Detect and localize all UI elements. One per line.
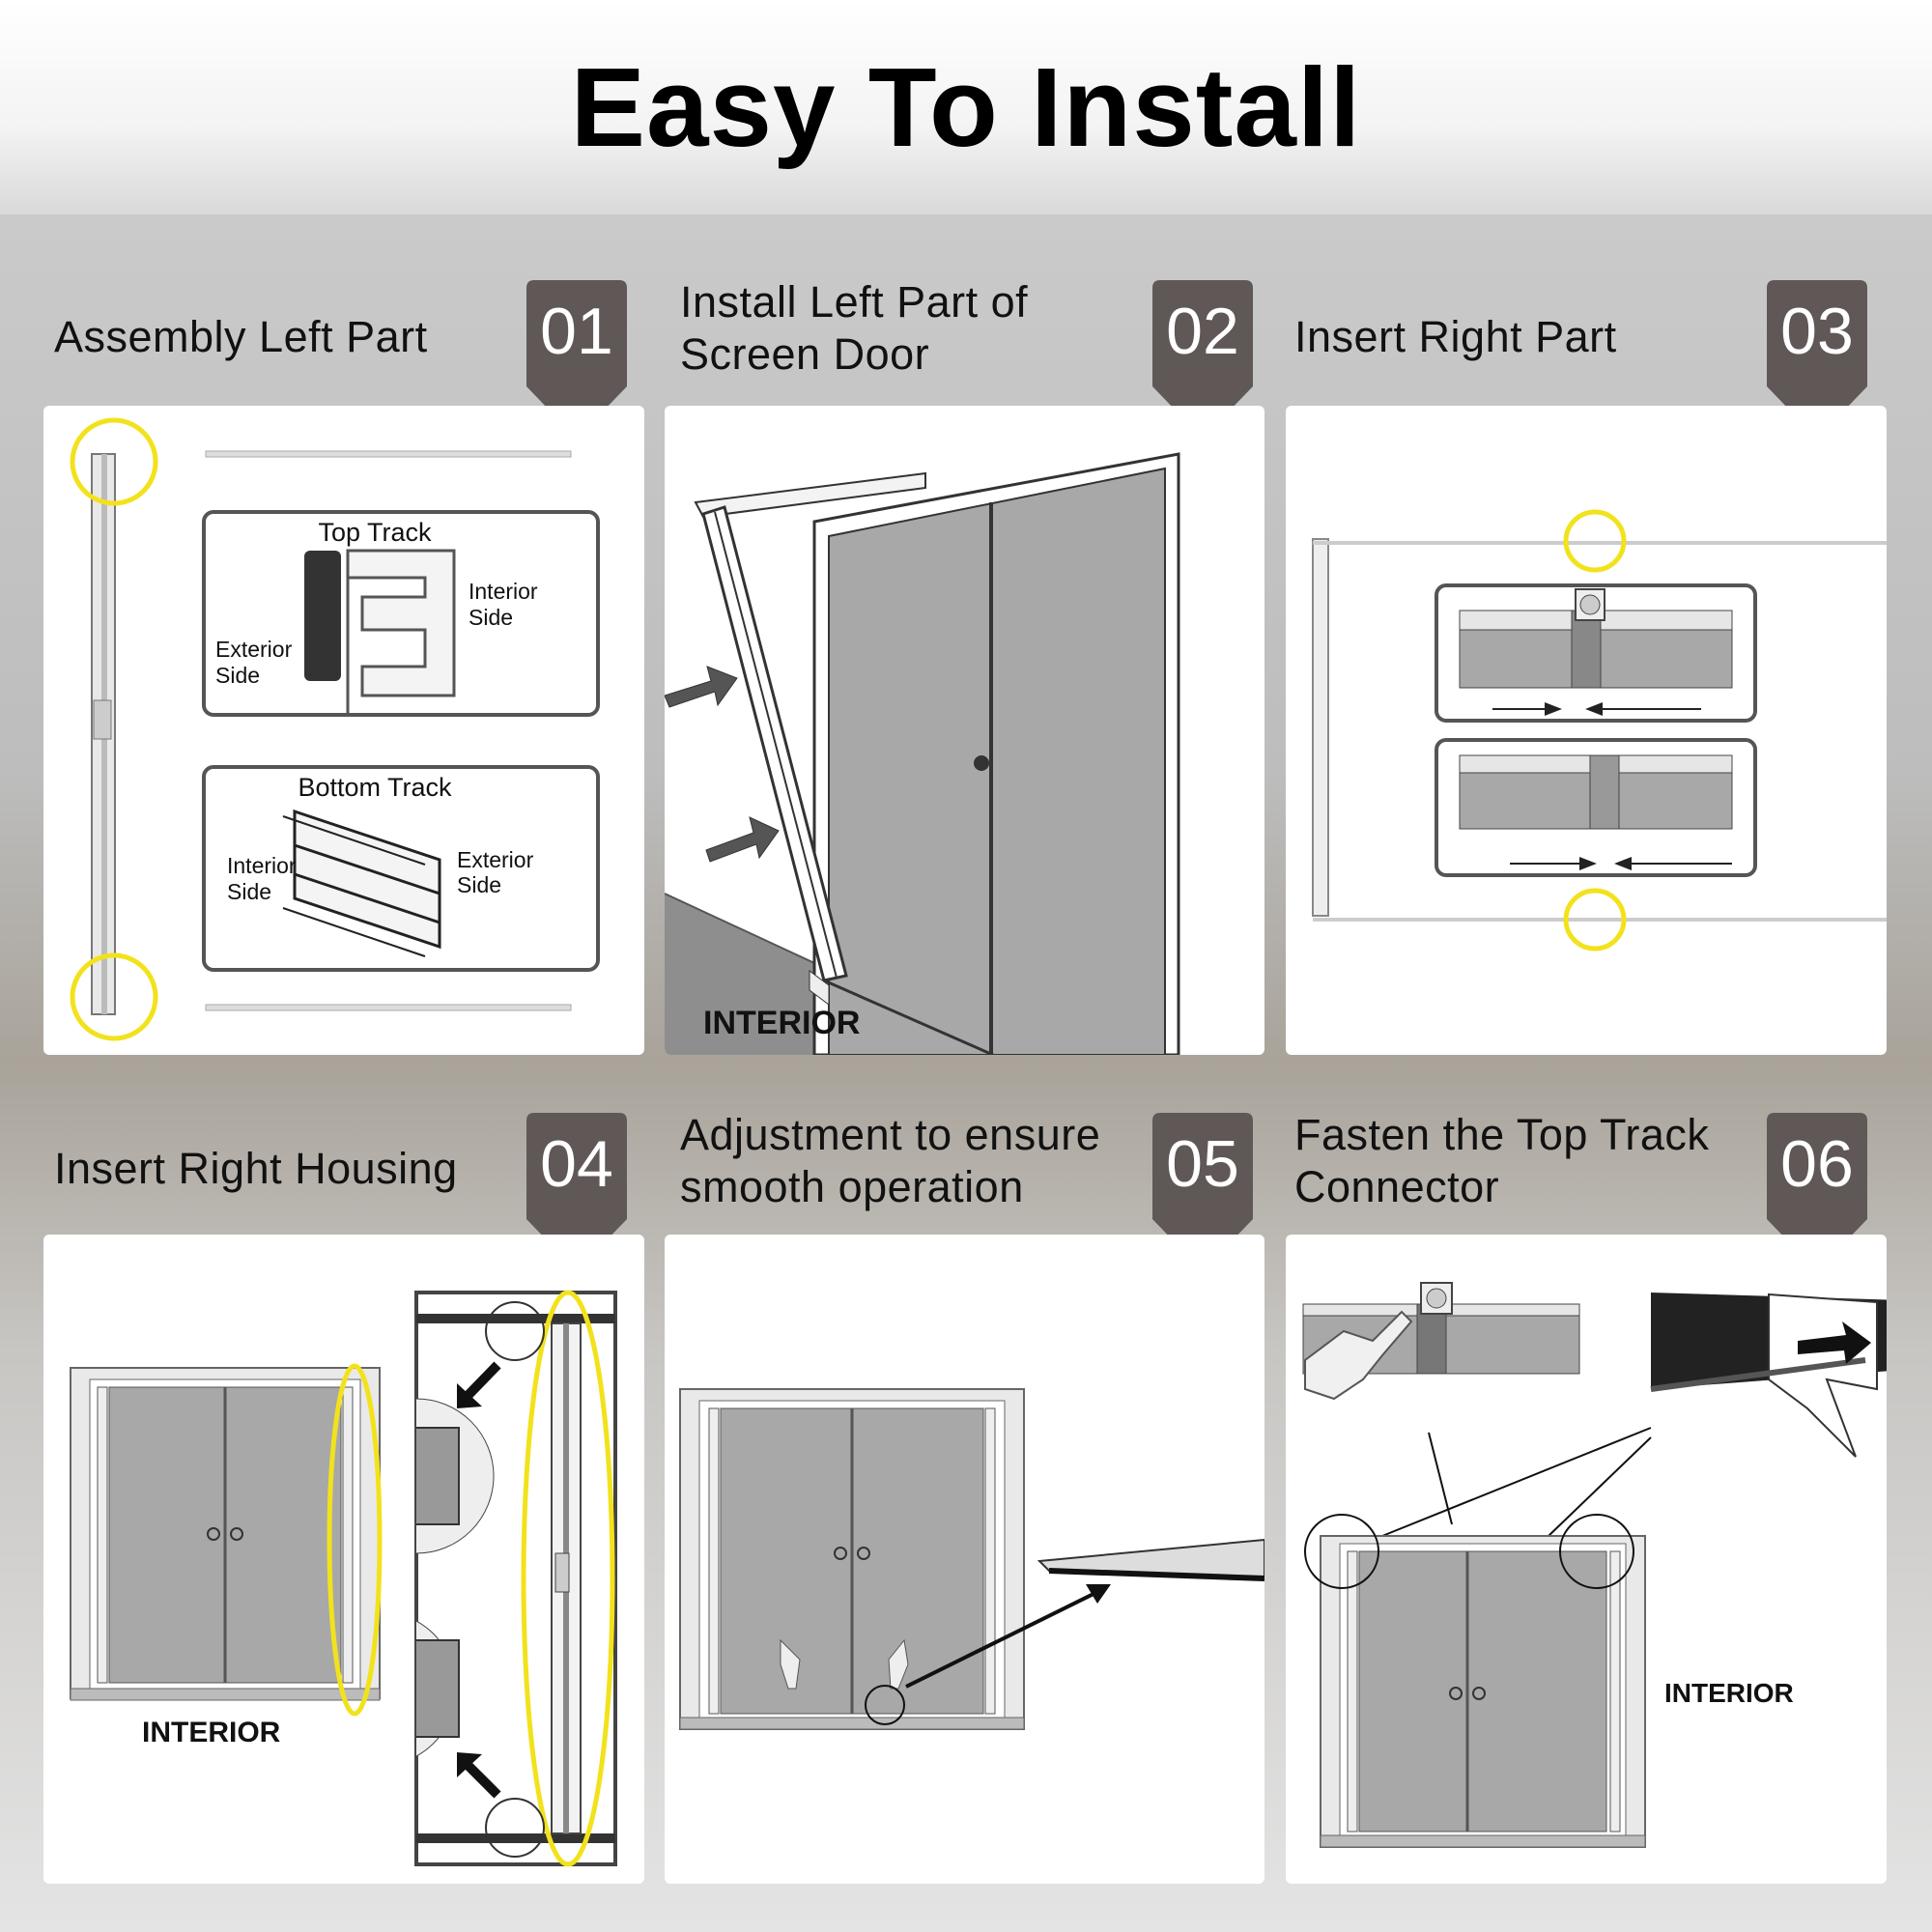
step-3-title: Insert Right Part [1294, 312, 1617, 361]
top-track-label: Top Track [318, 518, 432, 547]
step-5-title: Adjustment to ensure smooth operation [680, 1110, 1101, 1211]
step-1-diagram: Top Track Interior Side Exterior Side Bo… [70, 417, 600, 1041]
step-2-number: 02 [1166, 295, 1239, 368]
bottom-track-label: Bottom Track [298, 773, 452, 802]
header-banner: Easy To Install [0, 0, 1932, 214]
step-2-title: Install Left Part of Screen Door [680, 277, 1029, 379]
bottom-track-interior-side: Side [227, 879, 271, 904]
step-3-diagram [1312, 509, 1887, 952]
top-track-exterior-side: Side [215, 663, 260, 688]
step-1-title: Assembly Left Part [54, 312, 428, 361]
step-4-diagram: INTERIOR [70, 1290, 617, 1867]
bottom-track-exterior-side: Side [457, 872, 501, 897]
page-title: Easy To Install [570, 44, 1362, 170]
step-4-interior-label: INTERIOR [142, 1717, 281, 1748]
step-6-interior-label: INTERIOR [1664, 1678, 1794, 1708]
step-2-interior-label: INTERIOR [703, 1005, 860, 1041]
step-4-panel: INTERIOR [43, 1235, 644, 1884]
step-4-number: 04 [540, 1127, 613, 1201]
top-track-interior-label: Interior [469, 579, 538, 604]
step-3-number: 03 [1780, 295, 1854, 368]
step-5-panel [665, 1235, 1264, 1884]
step-6-panel: INTERIOR [1286, 1235, 1887, 1884]
step-4-badge: 04 [526, 1113, 627, 1271]
step-1-panel: Top Track Interior Side Exterior Side Bo… [43, 406, 644, 1055]
step-6-number: 06 [1780, 1127, 1854, 1201]
step-1-number: 01 [540, 295, 613, 368]
step-2-diagram: INTERIOR [665, 452, 1180, 1055]
step-6-title: Fasten the Top Track Connector [1294, 1110, 1710, 1211]
step-6-diagram: INTERIOR [1302, 1282, 1887, 1848]
step-2-panel: INTERIOR [665, 406, 1264, 1055]
step-1-badge: 01 [526, 280, 627, 439]
step-5-diagram [679, 1388, 1264, 1730]
step-5-number: 05 [1166, 1127, 1239, 1201]
bottom-track-interior-label: Interior [227, 853, 297, 878]
top-track-interior-side: Side [469, 605, 513, 630]
top-track-exterior-label: Exterior [215, 637, 293, 662]
step-2-badge: 02 [1152, 280, 1253, 439]
step-5-badge: 05 [1152, 1113, 1253, 1271]
step-4-title: Insert Right Housing [54, 1144, 458, 1193]
step-3-badge: 03 [1767, 280, 1867, 439]
bottom-track-exterior-label: Exterior [457, 847, 534, 872]
step-3-panel [1286, 406, 1887, 1055]
step-6-badge: 06 [1767, 1113, 1867, 1271]
